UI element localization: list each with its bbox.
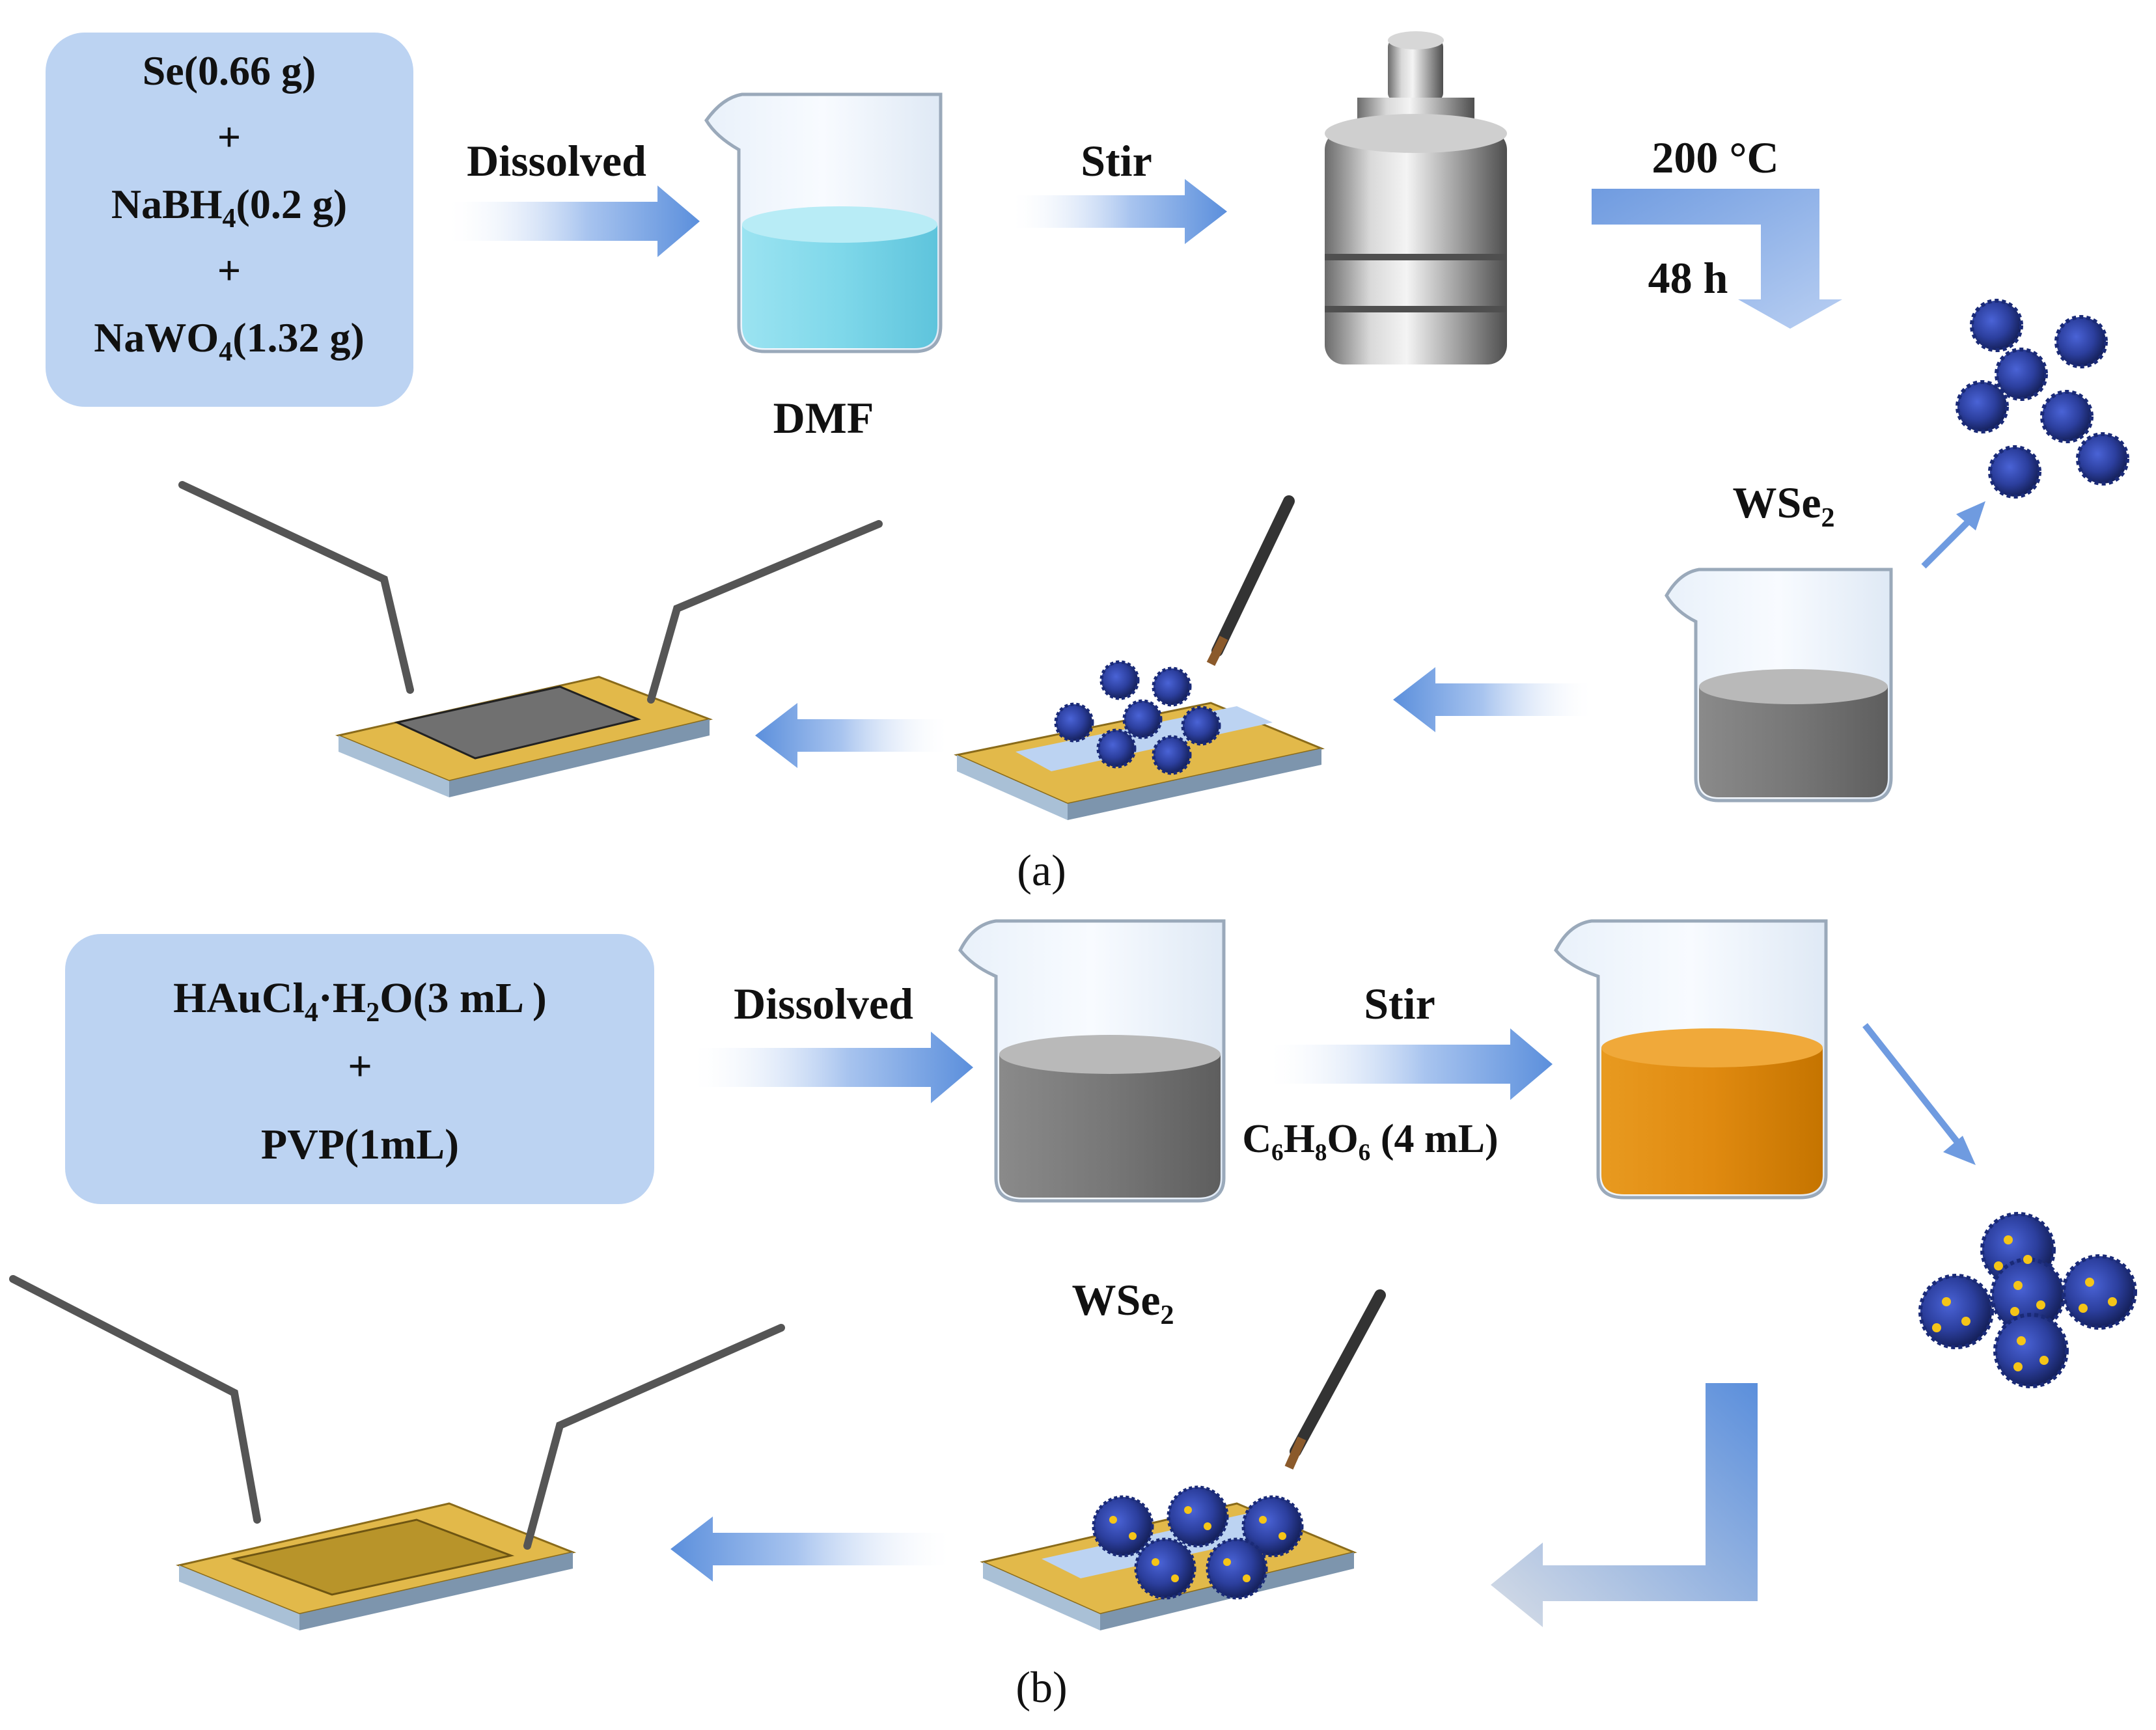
arrow-left-icon [1393, 667, 1592, 732]
arrow-right-icon [449, 185, 700, 257]
arrow-left-icon [670, 1517, 950, 1582]
arrow-left-icon [755, 703, 947, 768]
reagent-haucl4: HAuCl4·H2O(3 mL ) [173, 974, 547, 1028]
label-stir-b: Stir [1364, 979, 1435, 1028]
label-dissolved-b: Dissolved [734, 979, 913, 1028]
arrowhead [1943, 1136, 1976, 1165]
device-with-wse2-a [954, 495, 1325, 820]
reagent-box-b [65, 934, 654, 1204]
label-dmf: DMF [773, 393, 874, 443]
probe-right [523, 1324, 785, 1550]
beaker-wse2-b [958, 919, 1226, 1203]
wse2-nanoflowers [1956, 299, 2129, 499]
pipette-icon [1290, 1289, 1386, 1457]
reagent-plus-b: + [348, 1043, 372, 1090]
arrow-right-icon [1269, 1028, 1553, 1100]
device-with-au-wse2 [980, 1289, 1386, 1630]
beaker-gold-solution [1554, 919, 1828, 1200]
reagent-nawo4: NaWO4(1.32 g) [94, 314, 365, 367]
panel-a: Se(0.66 g) + NaBH4(0.2 g) + NaWO4(1.32 g… [46, 31, 2129, 895]
sensor-device-a [178, 481, 883, 797]
reagent-pvp: PVP(1mL) [261, 1121, 459, 1168]
arrow-right-icon [1012, 179, 1227, 244]
beaker-dmf [704, 92, 943, 353]
au-wse2-nanoflowers [1918, 1212, 2137, 1388]
arrow-down-right-icon [1862, 1023, 1965, 1151]
caption-b: (b) [1016, 1662, 1067, 1712]
reagent-plus-2: + [217, 247, 241, 294]
reagent-se: Se(0.66 g) [143, 48, 316, 94]
label-stir-a: Stir [1081, 136, 1152, 185]
label-dissolved-a: Dissolved [467, 136, 646, 185]
probe-left [178, 481, 414, 694]
reagent-plus-1: + [217, 114, 241, 160]
beaker-wse2-a [1665, 568, 1893, 803]
reagent-box-a [46, 33, 413, 407]
label-reductant: C₆H₈O₆ (4 mL) [1242, 1117, 1498, 1161]
probe-left [9, 1275, 261, 1524]
label-time: 48 h [1648, 253, 1728, 303]
sensor-device-b [9, 1275, 785, 1630]
corner-arrow-down-icon [1592, 189, 1842, 329]
label-wse2-b: WSe2 [1072, 1275, 1174, 1330]
corner-arrow-left-icon [1491, 1383, 1758, 1627]
reagent-nabh4: NaBH4(0.2 g) [111, 181, 347, 234]
pipette-icon [1211, 495, 1295, 657]
caption-a: (a) [1017, 845, 1066, 895]
autoclave-icon [1325, 31, 1507, 364]
arrowhead [1956, 501, 1985, 530]
arrow-right-icon [693, 1032, 973, 1103]
probe-right [647, 520, 883, 704]
panel-b: HAuCl4·H2O(3 mL ) + PVP(1mL) Dissolved S… [9, 919, 2137, 1712]
label-temperature: 200 °C [1652, 133, 1778, 182]
label-wse2-a: WSe2 [1733, 478, 1835, 533]
